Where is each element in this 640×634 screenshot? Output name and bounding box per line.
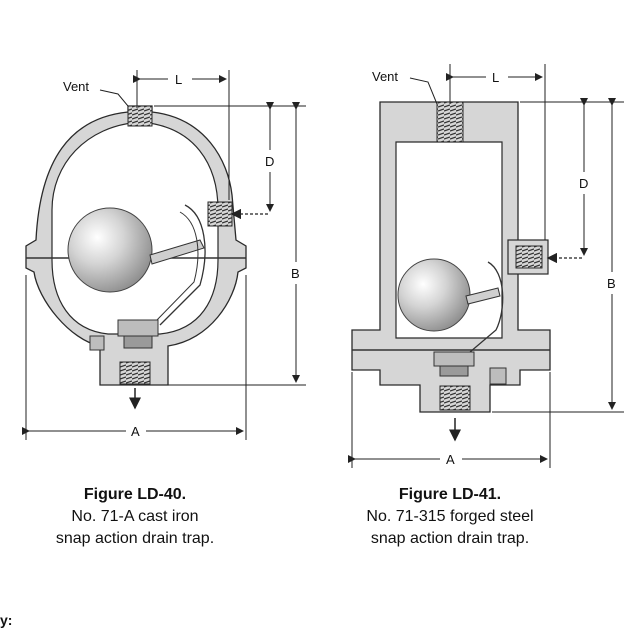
caption-ld40-line2: snap action drain trap. [55, 530, 215, 547]
ld41-d-label: D [579, 176, 588, 191]
ld41-vent-label: Vent [372, 69, 398, 84]
ld41-float-ball [397, 258, 471, 332]
ld41-a-label: A [446, 452, 455, 467]
ld40-dimensions [22, 70, 306, 440]
ld40-float-ball [67, 207, 153, 293]
caption-ld40-line1: No. 71-A cast iron [71, 508, 199, 525]
figure-ld40-drawing [25, 105, 268, 410]
caption-ld41-title: Figure LD-41. [398, 486, 502, 503]
ld40-b-label: B [291, 266, 300, 281]
figure-ld41-drawing [351, 101, 582, 442]
ld41-labels: Vent L D B A [372, 69, 616, 467]
caption-ld41-line2: snap action drain trap. [370, 530, 530, 547]
ld41-dimensions [348, 64, 624, 468]
page-corner-text: y: [0, 612, 13, 628]
ld40-vent-label: Vent [63, 79, 89, 94]
ld41-b-label: B [607, 276, 616, 291]
caption-ld40: Figure LD-40. No. 71-A cast iron snap ac… [10, 484, 260, 550]
ld40-d-label: D [265, 154, 274, 169]
caption-ld41-line1: No. 71-315 forged steel [366, 508, 534, 525]
caption-ld40-title: Figure LD-40. [83, 486, 187, 503]
ld40-l-label: L [175, 72, 182, 87]
ld40-labels: Vent L D B A [63, 72, 300, 439]
ld40-a-label: A [131, 424, 140, 439]
ld41-l-label: L [492, 70, 499, 85]
caption-ld41: Figure LD-41. No. 71-315 forged steel sn… [325, 484, 575, 550]
